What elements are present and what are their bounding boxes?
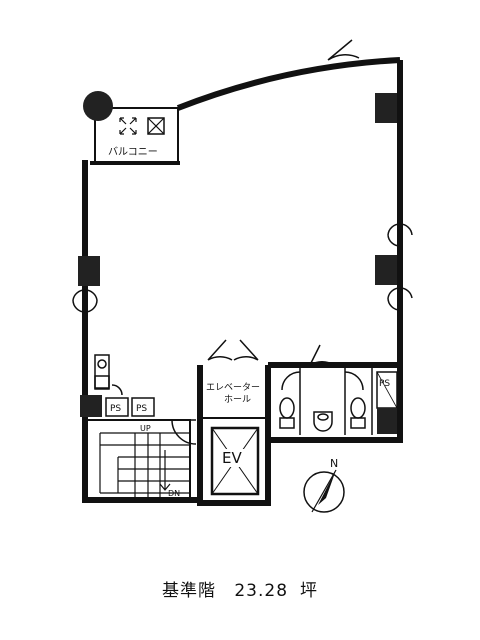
north-arrow-icon: N bbox=[303, 457, 345, 513]
window-right-2 bbox=[387, 287, 413, 311]
column-corner bbox=[83, 91, 113, 121]
urinal-icon bbox=[313, 411, 333, 432]
staircase: UP DN bbox=[84, 419, 191, 501]
pipe-shaft-right: PS bbox=[376, 371, 398, 434]
ps-left-2-label: PS bbox=[136, 404, 147, 414]
toilet-icon bbox=[279, 397, 295, 429]
door-hall-double bbox=[207, 339, 259, 361]
plan-caption: 基準階 23.28 坪 bbox=[0, 576, 480, 601]
window-right-1 bbox=[387, 223, 413, 247]
ps-left-1-label: PS bbox=[110, 404, 121, 414]
outdoor-unit-icon bbox=[147, 117, 165, 135]
columns bbox=[78, 93, 397, 417]
area-unit: 坪 bbox=[300, 581, 319, 601]
balcony: バルコニー bbox=[83, 91, 180, 165]
kitchenette bbox=[94, 354, 123, 396]
door-stair bbox=[171, 419, 197, 445]
door-top bbox=[327, 39, 360, 61]
elevator-shaft: EV bbox=[210, 426, 260, 496]
area-value: 23.28 bbox=[234, 581, 289, 601]
stair-up-label: UP bbox=[140, 424, 151, 433]
toilet-icon bbox=[350, 397, 366, 429]
floor-label: 基準階 bbox=[161, 581, 216, 601]
toilet-block bbox=[279, 368, 373, 435]
north-label: N bbox=[330, 457, 338, 470]
elevator-hall-label-2: ホール bbox=[224, 394, 251, 405]
ps-right-label: PS bbox=[379, 379, 390, 389]
window-left bbox=[72, 289, 98, 313]
elevator-hall-label-1: エレベーター bbox=[206, 382, 260, 393]
door-toilet bbox=[309, 344, 335, 366]
doors bbox=[72, 39, 413, 445]
balcony-label: バルコニー bbox=[108, 146, 158, 158]
outer-walls bbox=[82, 57, 403, 506]
pipe-shafts-left: PS PS bbox=[105, 397, 155, 417]
stair-dn-label: DN bbox=[168, 489, 180, 498]
vent-arrows-icon bbox=[119, 117, 137, 135]
elevator-hall: エレベーター ホール bbox=[200, 382, 268, 419]
ev-label: EV bbox=[222, 449, 242, 467]
